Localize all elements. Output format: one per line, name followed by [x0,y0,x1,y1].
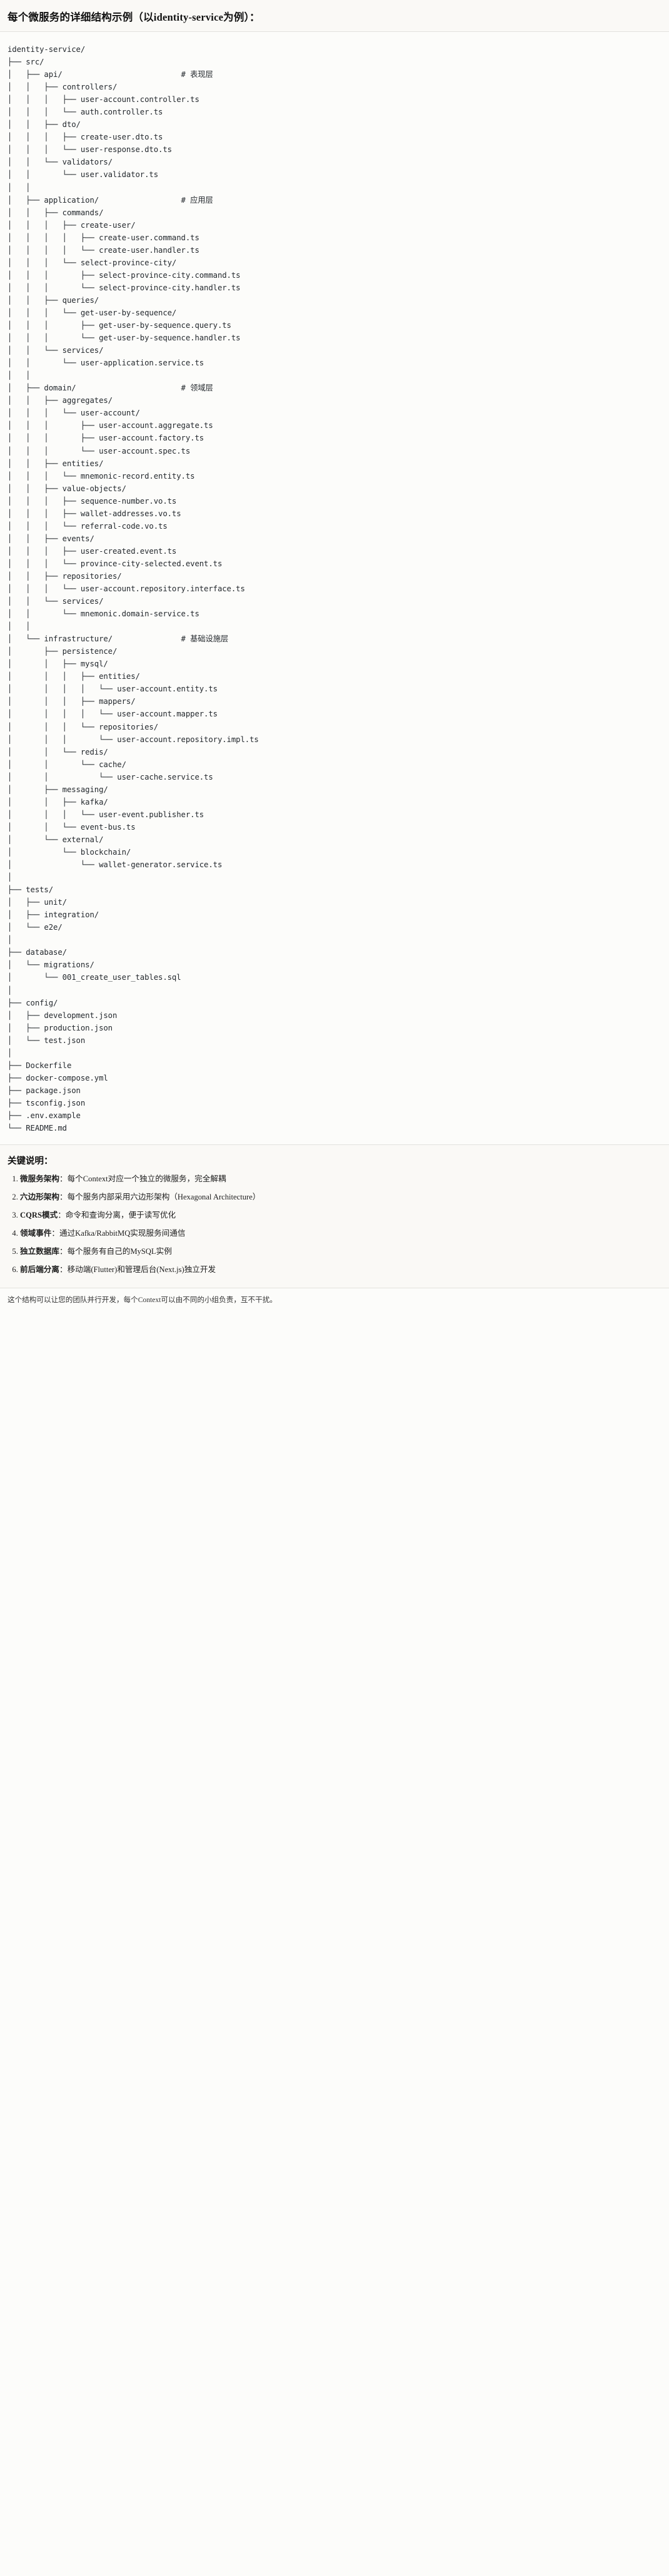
directory-tree-block: identity-service/ ├── src/ │ ├── api/ # … [0,32,669,1145]
key-note-text: ：每个服务有自己的MySQL实例 [59,1246,172,1256]
footer-note: 这个结构可以让您的团队并行开发，每个Context可以由不同的小组负责，互不干扰… [0,1288,669,1315]
key-note-item: 微服务架构：每个Context对应一个独立的微服务，完全解耦 [20,1173,661,1185]
key-notes-heading: 关键说明： [8,1156,53,1167]
key-note-text: ：每个Context对应一个独立的微服务，完全解耦 [59,1174,226,1184]
key-note-item: 领域事件：通过Kafka/RabbitMQ实现服务间通信 [20,1228,661,1240]
key-note-text: ：通过Kafka/RabbitMQ实现服务间通信 [51,1228,186,1238]
key-note-label: CQRS模式 [20,1210,58,1219]
key-notes-list: 微服务架构：每个Context对应一个独立的微服务，完全解耦六边形架构：每个服务… [8,1173,661,1275]
key-note-text: ：移动端(Flutter)和管理后台(Next.js)独立开发 [59,1265,216,1274]
key-note-label: 领域事件 [20,1228,52,1238]
key-note-item: CQRS模式：命令和查询分离，便于读写优化 [20,1209,661,1221]
key-note-item: 独立数据库：每个服务有自己的MySQL实例 [20,1246,661,1258]
page-title-bar: 每个微服务的详细结构示例（以identity-service为例）： [0,0,669,32]
page-title: 每个微服务的详细结构示例（以identity-service为例）： [8,11,260,23]
key-note-label: 微服务架构 [20,1174,59,1184]
directory-tree: identity-service/ ├── src/ │ ├── api/ # … [8,45,259,1133]
key-note-item: 六边形架构：每个服务内部采用六边形架构（Hexagonal Architectu… [20,1191,661,1203]
key-note-label: 前后端分离 [20,1265,59,1274]
key-note-label: 独立数据库 [20,1246,59,1256]
key-note-label: 六边形架构 [20,1192,59,1201]
key-note-item: 前后端分离：移动端(Flutter)和管理后台(Next.js)独立开发 [20,1264,661,1276]
key-notes-section: 关键说明： 微服务架构：每个Context对应一个独立的微服务，完全解耦六边形架… [0,1144,669,1288]
key-note-text: ：命令和查询分离，便于读写优化 [58,1210,176,1219]
key-note-text: ：每个服务内部采用六边形架构（Hexagonal Architecture） [59,1192,261,1201]
